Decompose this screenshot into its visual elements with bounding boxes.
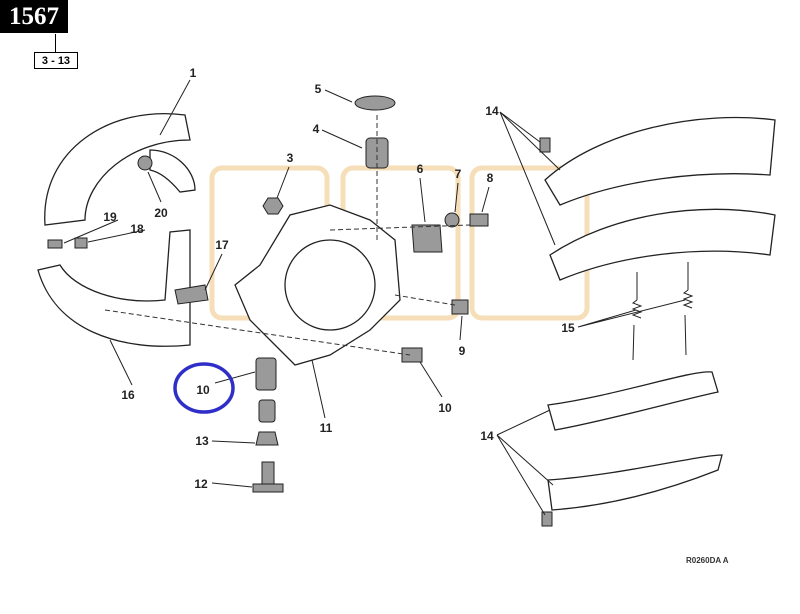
dust-shield-upper — [44, 113, 191, 226]
nut-3 — [262, 197, 284, 215]
figure-number: 1567 — [0, 0, 68, 33]
callout-12: 12 — [194, 477, 208, 491]
callout-20: 20 — [154, 206, 168, 220]
callout-10: 10 — [196, 383, 210, 397]
callout-5: 5 — [315, 82, 322, 96]
brake-shoe-lower-2 — [547, 454, 723, 511]
reference-box: 3 - 13 — [34, 34, 78, 69]
rivet-14 — [541, 511, 553, 527]
brake-shoe-upper-1 — [544, 116, 776, 206]
spring-15b — [682, 262, 694, 356]
callout-3: 3 — [287, 151, 294, 165]
washer-7 — [444, 212, 460, 228]
highlight-circle — [173, 362, 235, 414]
bolt-8 — [469, 213, 489, 227]
callout-18: 18 — [130, 222, 144, 236]
spider-bore — [284, 239, 376, 331]
callout-10-second: 10 — [438, 401, 452, 415]
callout-19: 19 — [103, 210, 117, 224]
callout-13: 13 — [195, 434, 209, 448]
bushing-10 — [255, 357, 277, 391]
callout-16: 16 — [121, 388, 135, 402]
screw-12 — [261, 461, 275, 485]
callout-6: 6 — [417, 162, 424, 176]
clip-6 — [411, 224, 443, 253]
seal-10 — [258, 399, 276, 423]
callout-4: 4 — [313, 122, 320, 136]
bolt-9 — [451, 299, 469, 315]
shield-tab — [149, 149, 196, 193]
bolt-10 — [401, 347, 423, 363]
washer-18 — [74, 237, 88, 249]
cap-5 — [354, 95, 396, 111]
spring-15a — [631, 272, 643, 361]
bolt-19 — [47, 239, 63, 249]
callout-11: 11 — [320, 421, 333, 435]
callout-1: 1 — [190, 66, 197, 80]
drawing-number: R0260DA A — [686, 556, 729, 565]
plug-13 — [255, 431, 279, 446]
rivet-14-upper — [539, 137, 551, 153]
callout-14: 14 — [485, 104, 499, 118]
callouts: 1 5 4 3 6 7 8 14 19 18 20 17 15 9 16 10 … — [103, 66, 575, 491]
callout-8: 8 — [487, 171, 494, 185]
callout-15: 15 — [561, 321, 575, 335]
callout-17: 17 — [215, 238, 229, 252]
brake-shoe-upper-2 — [549, 208, 776, 281]
screw-12-head — [252, 483, 284, 493]
plug-20 — [137, 155, 153, 171]
callout-7: 7 — [455, 167, 462, 181]
brake-shoe-lower-1 — [547, 371, 719, 431]
callout-9: 9 — [459, 344, 466, 358]
adjuster-17 — [174, 284, 209, 305]
callout-14-second: 14 — [480, 429, 494, 443]
